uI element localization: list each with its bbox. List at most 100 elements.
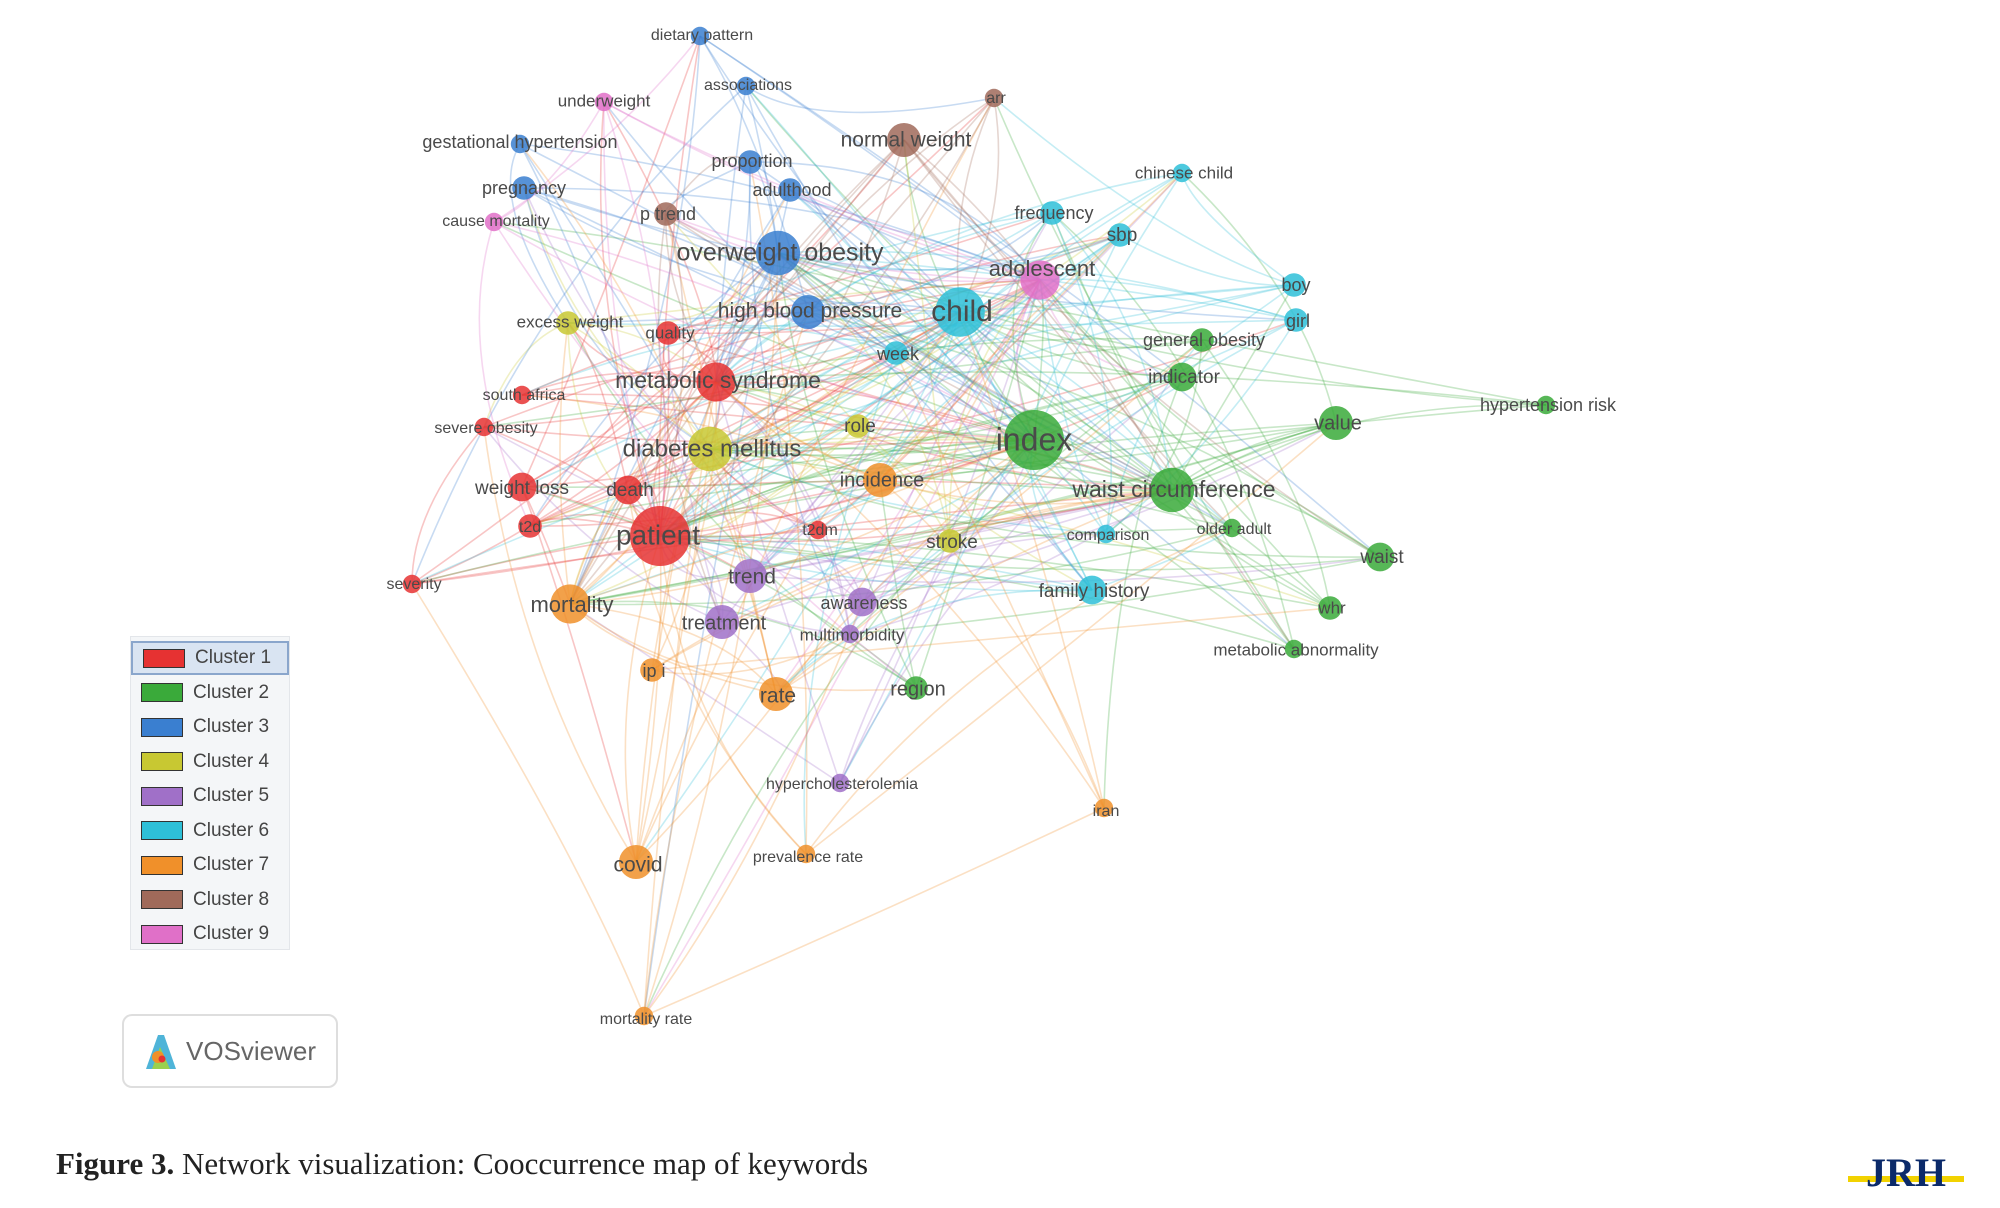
keyword-node[interactable] <box>984 88 1004 108</box>
keyword-label: diabetes mellitus <box>623 435 802 462</box>
keyword-node[interactable] <box>1284 308 1308 332</box>
keyword-node[interactable] <box>613 475 643 505</box>
keyword-node[interactable] <box>736 76 756 96</box>
network-link <box>1105 339 1203 535</box>
network-link <box>948 279 1041 542</box>
keyword-node[interactable] <box>1108 223 1132 247</box>
legend-item-cluster-8[interactable]: Cluster 8 <box>131 883 289 917</box>
keyword-node[interactable] <box>1096 524 1116 544</box>
legend-item-cluster-4[interactable]: Cluster 4 <box>131 745 289 779</box>
keyword-node[interactable] <box>759 677 793 711</box>
keyword-label: waist circumference <box>1071 476 1275 502</box>
network-link <box>651 381 717 671</box>
legend-swatch <box>141 821 183 840</box>
network-link <box>529 422 1337 527</box>
keyword-node[interactable] <box>1318 596 1342 620</box>
network-link <box>777 252 951 542</box>
keyword-node[interactable] <box>778 178 802 202</box>
keyword-node[interactable] <box>640 658 664 682</box>
keyword-node[interactable] <box>550 584 590 624</box>
keyword-node[interactable] <box>887 123 921 157</box>
network-link <box>709 234 1121 450</box>
legend-item-cluster-1[interactable]: Cluster 1 <box>131 641 289 675</box>
keyword-node[interactable] <box>690 26 710 46</box>
keyword-node[interactable] <box>904 676 928 700</box>
network-link <box>721 489 1173 623</box>
legend-item-cluster-2[interactable]: Cluster 2 <box>131 676 289 710</box>
keyword-label: pregnancy <box>482 178 566 198</box>
keyword-node[interactable] <box>484 212 504 232</box>
network-link <box>567 322 717 383</box>
network-link <box>509 143 569 324</box>
legend-label: Cluster 7 <box>193 854 270 875</box>
keyword-node[interactable] <box>935 287 985 337</box>
keyword-node[interactable] <box>884 341 908 365</box>
keyword-node[interactable] <box>830 773 850 793</box>
keyword-node[interactable] <box>938 529 962 553</box>
keyword-node[interactable] <box>846 414 870 438</box>
keyword-node[interactable] <box>656 321 680 345</box>
keyword-node[interactable] <box>1020 260 1060 300</box>
keyword-node[interactable] <box>510 134 530 154</box>
network-link <box>1171 486 1381 558</box>
keyword-node[interactable] <box>619 845 653 879</box>
keyword-node[interactable] <box>696 362 736 402</box>
keyword-node[interactable] <box>594 92 614 112</box>
keyword-node[interactable] <box>791 295 825 329</box>
keyword-node[interactable] <box>1222 518 1242 538</box>
network-link <box>709 428 1035 450</box>
network-link <box>895 352 1105 809</box>
keyword-node[interactable] <box>1094 798 1114 818</box>
keyword-node[interactable] <box>402 574 422 594</box>
keyword-node[interactable] <box>474 417 494 437</box>
network-link <box>411 284 1295 585</box>
keyword-node[interactable] <box>654 202 678 226</box>
network-link <box>749 161 1041 281</box>
keyword-node[interactable] <box>634 1006 654 1026</box>
keyword-node[interactable] <box>808 520 828 540</box>
keyword-node[interactable] <box>1190 328 1214 352</box>
network-link <box>849 489 1173 635</box>
keyword-node[interactable] <box>518 514 542 538</box>
network-link <box>775 439 1035 695</box>
legend-item-cluster-7[interactable]: Cluster 7 <box>131 848 289 882</box>
keyword-node[interactable] <box>1149 467 1195 513</box>
keyword-node[interactable] <box>847 587 877 617</box>
network-link <box>569 489 1173 605</box>
keyword-node[interactable] <box>1365 542 1395 572</box>
keyword-node[interactable] <box>738 150 762 174</box>
keyword-node[interactable] <box>1319 406 1353 440</box>
keyword-node[interactable] <box>507 472 537 502</box>
keyword-node[interactable] <box>1284 639 1304 659</box>
keyword-node[interactable] <box>755 230 801 276</box>
keyword-node[interactable] <box>733 559 767 593</box>
keyword-node[interactable] <box>796 844 816 864</box>
legend-item-cluster-5[interactable]: Cluster 5 <box>131 779 289 813</box>
keyword-node[interactable] <box>863 463 897 497</box>
legend-item-cluster-9[interactable]: Cluster 9 <box>131 917 289 951</box>
keyword-node[interactable] <box>1167 362 1197 392</box>
keyword-node[interactable] <box>705 605 739 639</box>
network-link <box>699 35 1183 378</box>
keyword-node[interactable] <box>512 385 532 405</box>
keyword-node[interactable] <box>630 506 690 566</box>
network-link <box>849 339 1203 635</box>
keyword-node[interactable] <box>1077 575 1107 605</box>
keyword-node[interactable] <box>556 311 580 335</box>
keyword-node[interactable] <box>1282 273 1306 297</box>
network-links <box>411 35 1547 1017</box>
keyword-node[interactable] <box>687 426 733 472</box>
keyword-node[interactable] <box>1536 395 1556 415</box>
network-link <box>569 603 917 692</box>
network-link <box>635 535 662 863</box>
keyword-node[interactable] <box>512 176 536 200</box>
legend-item-cluster-3[interactable]: Cluster 3 <box>131 710 289 744</box>
keyword-node[interactable] <box>1040 201 1064 225</box>
keyword-node[interactable] <box>1172 163 1192 183</box>
keyword-node[interactable] <box>1004 410 1064 470</box>
keyword-node[interactable] <box>840 624 860 644</box>
network-link <box>789 189 961 313</box>
legend-item-cluster-6[interactable]: Cluster 6 <box>131 814 289 848</box>
network-link <box>569 439 1035 605</box>
network-link <box>775 489 1173 695</box>
